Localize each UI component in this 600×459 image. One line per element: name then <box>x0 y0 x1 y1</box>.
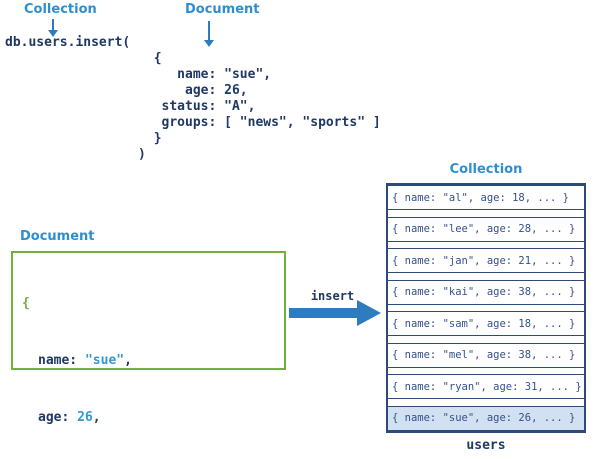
code-line: { <box>5 51 162 66</box>
collection-pointer-label: Collection <box>24 2 97 17</box>
document-open-brace: { <box>22 296 30 311</box>
insert-code-snippet: db.users.insert( { name: "sue", age: 26,… <box>5 35 381 163</box>
code-line: db.users.insert( <box>5 35 131 50</box>
table-row: { name: "lee", age: 28, ... } <box>388 216 584 242</box>
document-pointer-label: Document <box>185 2 260 17</box>
table-row: { name: "mel", age: 38, ... } <box>388 342 584 368</box>
table-row: { name: "jan", age: 21, ... } <box>388 248 584 274</box>
document-box-label: Document <box>20 229 95 244</box>
code-line: age: 26, <box>5 83 248 98</box>
table-row: { name: "ryan", age: 31, ... } <box>388 374 584 400</box>
code-line: groups: [ "news", "sports" ] <box>5 115 381 130</box>
collection-down-arrow-icon <box>48 19 58 37</box>
document-field-name: name: "sue", <box>38 353 132 368</box>
document-field-age: age: 26, <box>38 410 101 425</box>
table-row: { name: "kai", age: 38, ... } <box>388 279 584 305</box>
table-row: { name: "al", age: 18, ... } <box>388 185 584 210</box>
table-row-inserted: { name: "sue", age: 26, ... } <box>388 405 584 431</box>
collection-table: { name: "al", age: 18, ... } { name: "le… <box>386 183 586 433</box>
code-line: ) <box>5 147 146 162</box>
document-box: { name: "sue", age: 26, status: "A", gro… <box>11 251 286 425</box>
document-down-arrow-icon <box>204 21 214 47</box>
code-line: name: "sue", <box>5 67 272 82</box>
collection-name-caption: users <box>466 438 506 453</box>
code-line: status: "A", <box>5 99 256 114</box>
insert-arrow-icon <box>289 300 381 326</box>
table-row: { name: "sam", age: 18, ... } <box>388 311 584 337</box>
code-line: } <box>5 131 162 146</box>
insert-arrow-label: insert <box>310 289 355 303</box>
collection-table-title: Collection <box>449 162 523 177</box>
